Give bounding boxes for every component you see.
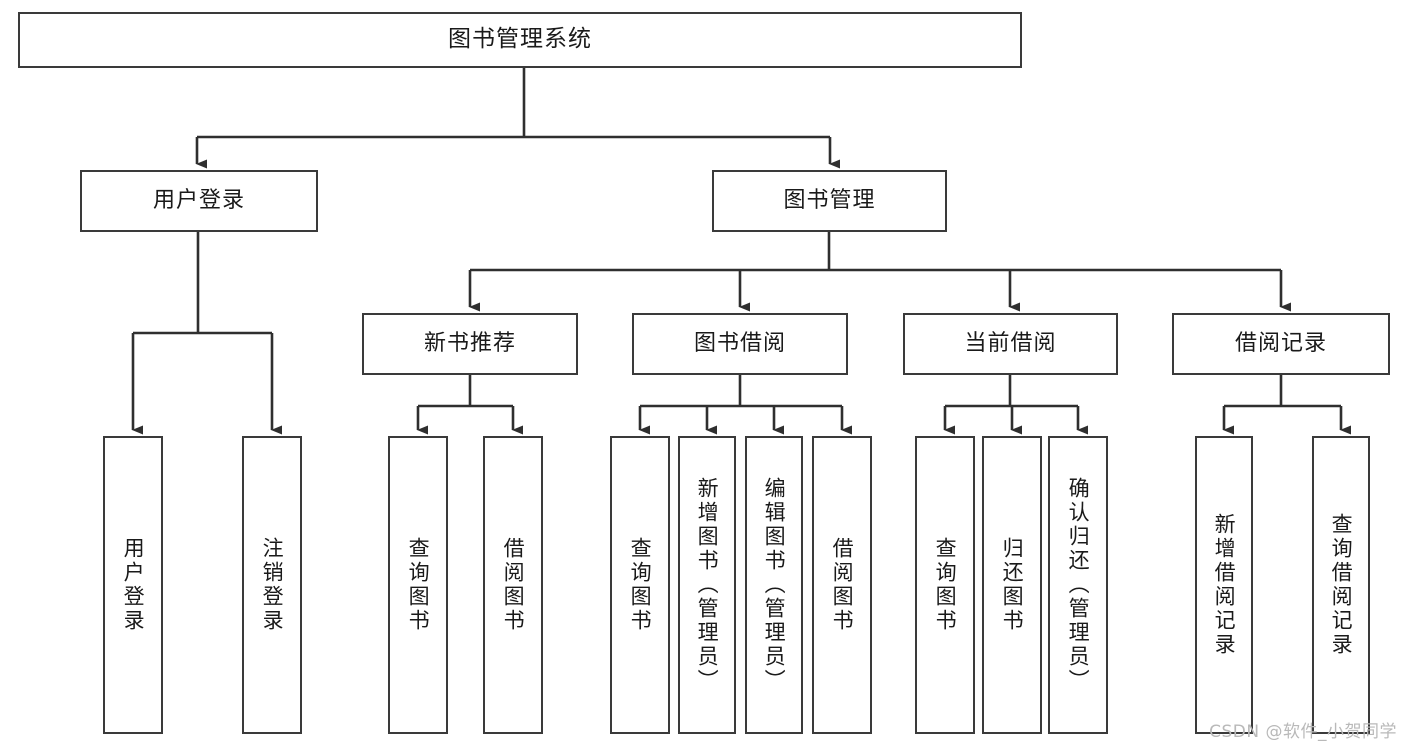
node-book-management-label: 图书管理 bbox=[783, 187, 876, 213]
leaf-record-query[interactable]: 查询借阅记录 bbox=[1312, 436, 1370, 734]
leaf-label: 查询图书 bbox=[406, 537, 431, 633]
node-borrow-record-label: 借阅记录 bbox=[1234, 330, 1327, 356]
leaf-label: 注销登录 bbox=[260, 537, 285, 633]
leaf-borrow-edit-book[interactable]: 编辑图书（管理员） bbox=[745, 436, 803, 734]
leaf-label: 查询图书 bbox=[933, 537, 958, 633]
node-borrow-record[interactable]: 借阅记录 bbox=[1172, 313, 1390, 375]
leaf-current-return-book[interactable]: 归还图书 bbox=[982, 436, 1042, 734]
leaf-borrow-borrow-book[interactable]: 借阅图书 bbox=[812, 436, 872, 734]
leaf-current-query-book[interactable]: 查询图书 bbox=[915, 436, 975, 734]
leaf-borrow-add-book[interactable]: 新增图书（管理员） bbox=[678, 436, 736, 734]
node-new-book-recommend[interactable]: 新书推荐 bbox=[362, 313, 578, 375]
leaf-user-login-login[interactable]: 用户登录 bbox=[103, 436, 163, 734]
leaf-label: 归还图书 bbox=[1000, 537, 1025, 633]
leaf-label: 新增图书（管理员） bbox=[695, 477, 720, 693]
node-root-label: 图书管理系统 bbox=[448, 26, 592, 53]
node-current-borrow-label: 当前借阅 bbox=[964, 330, 1057, 356]
leaf-borrow-query-book[interactable]: 查询图书 bbox=[610, 436, 670, 734]
leaf-record-add[interactable]: 新增借阅记录 bbox=[1195, 436, 1253, 734]
leaf-label: 借阅图书 bbox=[501, 537, 526, 633]
node-current-borrow[interactable]: 当前借阅 bbox=[903, 313, 1118, 375]
node-book-management[interactable]: 图书管理 bbox=[712, 170, 947, 232]
leaf-label: 新增借阅记录 bbox=[1212, 513, 1237, 657]
leaf-label: 确认归还（管理员） bbox=[1066, 477, 1091, 693]
node-user-login[interactable]: 用户登录 bbox=[80, 170, 318, 232]
node-user-login-label: 用户登录 bbox=[152, 187, 245, 213]
node-root[interactable]: 图书管理系统 bbox=[18, 12, 1022, 68]
leaf-new-book-query[interactable]: 查询图书 bbox=[388, 436, 448, 734]
node-book-borrow-label: 图书借阅 bbox=[693, 330, 786, 356]
leaf-label: 查询借阅记录 bbox=[1329, 513, 1354, 657]
leaf-new-book-borrow[interactable]: 借阅图书 bbox=[483, 436, 543, 734]
leaf-label: 用户登录 bbox=[121, 537, 146, 633]
leaf-label: 借阅图书 bbox=[830, 537, 855, 633]
watermark: CSDN @软件_小贺同学 bbox=[1209, 722, 1397, 742]
leaf-label: 编辑图书（管理员） bbox=[762, 477, 787, 693]
node-new-book-recommend-label: 新书推荐 bbox=[423, 330, 516, 356]
leaf-user-login-logout[interactable]: 注销登录 bbox=[242, 436, 302, 734]
node-book-borrow[interactable]: 图书借阅 bbox=[632, 313, 848, 375]
leaf-label: 查询图书 bbox=[628, 537, 653, 633]
leaf-current-confirm-return[interactable]: 确认归还（管理员） bbox=[1048, 436, 1108, 734]
